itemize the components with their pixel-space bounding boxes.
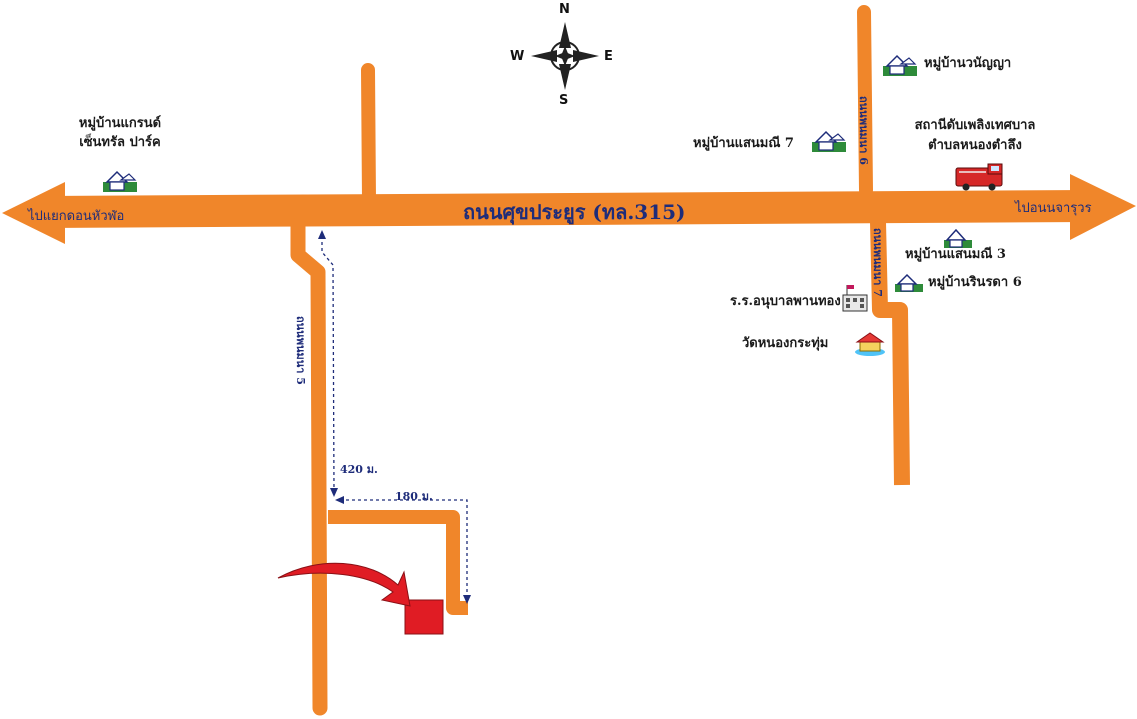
sanmanee3-label: หมู่บ้านแสนมณี 3 — [905, 247, 1006, 262]
distance-180-label: 180 ม. — [395, 490, 433, 503]
soi6-road — [857, 5, 873, 197]
house-icon — [883, 54, 917, 76]
distance-420-label: 420 ม. — [340, 463, 378, 476]
rinrada6-label: หมู่บ้านรินรดา 6 — [928, 275, 1022, 290]
house-icon — [103, 170, 137, 192]
destination-arrow — [277, 562, 411, 607]
roads — [2, 5, 1136, 716]
east-direction-label: ไปอนนจารุวร — [1015, 201, 1092, 216]
compass-west-label: W — [510, 49, 525, 64]
distance-guides — [321, 236, 468, 598]
soi6-road-label: ถนนพนมนา 6 — [857, 96, 870, 165]
grand-central-label-1: หมู่บ้านแกรนด์ — [78, 116, 162, 131]
sanmanee7-label: หมู่บ้านแสนมณี 7 — [693, 136, 794, 151]
main-road — [44, 190, 1091, 228]
compass-north-label: N — [559, 2, 570, 17]
east-arrowhead — [1070, 174, 1136, 240]
grand-central-label-2: เซ็นทรัล ปาร์ค — [79, 135, 161, 150]
soi5-road — [290, 217, 328, 716]
wanyaya-label: หมู่บ้านวนัญญา — [924, 56, 1012, 71]
west-arrowhead — [2, 182, 65, 244]
school-label: ร.ร.อนุบาลพานทอง — [730, 294, 841, 309]
fire-truck-icon — [955, 163, 1003, 191]
house-icon — [895, 273, 923, 292]
house-icon — [812, 130, 846, 152]
compass-rose — [531, 22, 599, 90]
temple-label: วัดหนองกระทุ่ม — [742, 336, 829, 351]
house-icon — [944, 228, 972, 248]
soi7-road-label: ถนนพนมนา 7 — [871, 228, 884, 297]
main-road-name: ถนนศุขประยูร (ทล.315) — [463, 200, 686, 224]
soi5-road-label: ถนนพนมนา 5 — [294, 316, 307, 385]
branch-road — [328, 510, 468, 615]
destination-marker — [404, 599, 444, 635]
compass-south-label: S — [559, 93, 569, 108]
temple-icon — [855, 332, 885, 356]
fire-station-label-2: ตำบลหนองตำลึง — [928, 138, 1022, 153]
compass-east-label: E — [604, 49, 613, 64]
soi7-road — [870, 221, 910, 486]
fire-station-label-1: สถานีดับเพลิงเทศบาล — [914, 118, 1036, 133]
distance-arrowheads — [318, 230, 471, 604]
west-direction-label: ไปแยกดอนหัวฬ่อ — [28, 209, 125, 224]
school-icon — [842, 285, 868, 312]
north-stub-road — [361, 63, 376, 207]
